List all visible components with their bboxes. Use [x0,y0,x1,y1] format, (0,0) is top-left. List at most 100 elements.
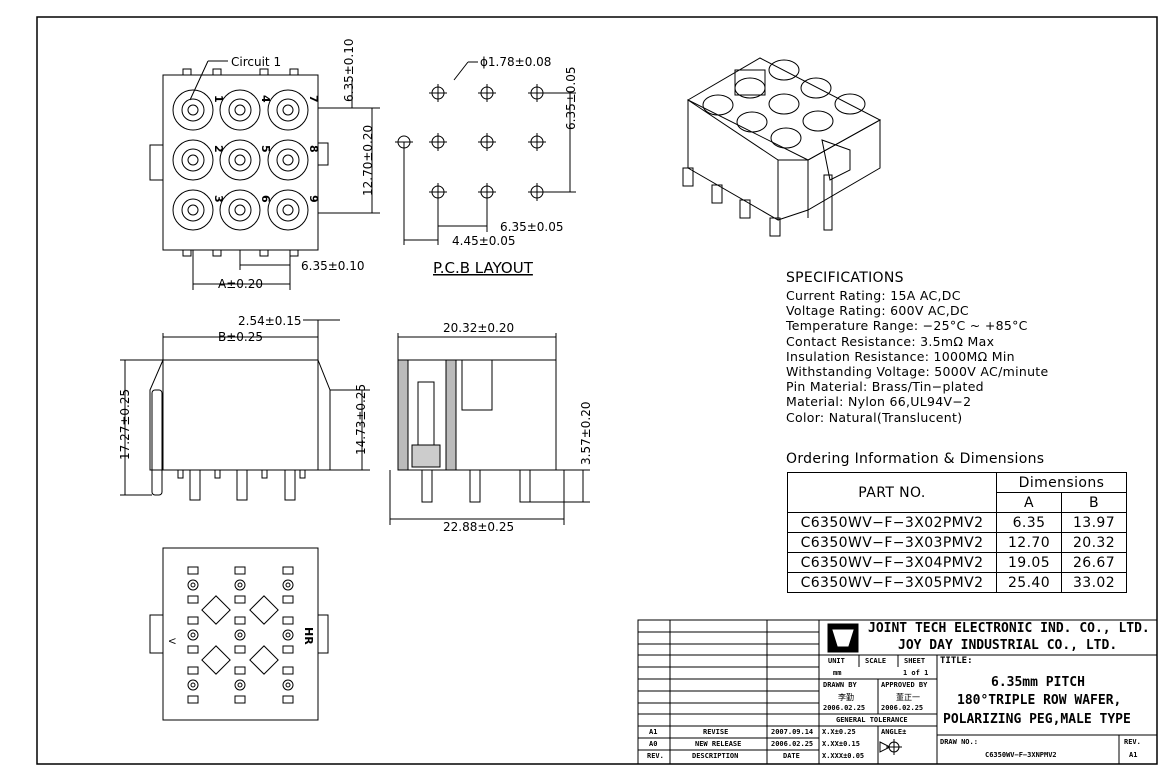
bottom-slot [187,666,199,675]
pin-contact [282,204,294,216]
pcb-layout [395,61,576,245]
dim-b: B±0.25 [218,330,263,344]
bottom-pin-center [237,682,243,688]
sheet-value: 1 of 1 [903,669,929,677]
ordering-heading: Ordering Information & Dimensions [786,451,1045,467]
bottom-mark-v: V [166,638,176,645]
iso-cavity [802,110,834,132]
pin-number: 8 [307,145,320,153]
scale-label: SCALE [865,657,887,665]
bottom-pin [282,679,294,691]
bottom-pin [282,579,294,591]
pin-contact [234,104,246,116]
bottom-standoff [249,645,279,675]
iso-cavity [736,111,768,133]
col-b: B [1061,492,1127,513]
tolerance-3: X.XXX±0.05 [822,752,865,760]
pin-contact [282,104,294,116]
part-no: C6350WV−F−3X04PMV2 [787,552,997,573]
bottom-slot [282,695,294,704]
bottom-pin [187,679,199,691]
bottom-pin [282,629,294,641]
bottom-slot [234,595,246,604]
description-header: DESCRIPTION [692,752,739,760]
bottom-slot [282,645,294,654]
cavity-inner [276,198,300,222]
bottom-pin [187,629,199,641]
pin-contact [187,104,199,116]
bottom-slot [282,616,294,625]
bottom-standoff [201,595,231,625]
title-line-1: 6.35mm PITCH [991,675,1085,690]
bottom-slot [234,695,246,704]
angle-label: ANGLE± [881,728,907,736]
company-name-2: JOY DAY INDUSTRIAL CO., LTD. [898,638,1118,653]
tolerance-2: X.XX±0.15 [822,740,860,748]
bottom-standoff [249,595,279,625]
dim-b-value: 26.67 [1061,552,1127,573]
revision-date: 2006.02.25 [771,740,814,748]
dim-pcb-horizontal: 6.35±0.05 [500,220,564,234]
bottom-slot [187,616,199,625]
cavity [172,89,214,131]
dim-a: A±0.20 [218,277,263,291]
iso-cavity [702,94,734,116]
col-part-no: PART NO. [787,472,997,513]
pin-number: 7 [307,95,320,103]
bottom-view [149,547,329,721]
cavity [219,189,261,231]
title-line-3: POLARIZING PEG,MALE TYPE [943,712,1131,727]
dim-front-top: 2.54±0.15 [238,314,302,328]
dim-hole-dia: ϕ1.78±0.08 [480,55,551,69]
rev-value: A1 [1129,751,1138,759]
spec-line: Temperature Range: −25°C ~ +85°C [786,318,1028,334]
date-header: DATE [783,752,800,760]
dim-b-value: 20.32 [1061,532,1127,553]
bottom-pin-center [237,632,243,638]
revision-date: 2007.09.14 [771,728,814,736]
ordering-table: PART NO. Dimensions A B C6350WV−F−3X02PM… [787,472,1127,593]
cavity-inner [228,198,252,222]
cavity-inner [181,198,205,222]
pin-number: 3 [212,195,225,203]
cavity-inner [276,148,300,172]
dim-side-pin: 3.57±0.20 [579,402,593,466]
sheet-border [36,16,1158,765]
cavity [172,139,214,181]
title-block-grid [637,619,1158,765]
iso-cavity [768,59,800,81]
spec-line: Color: Natural(Translucent) [786,409,963,425]
bottom-slot [234,666,246,675]
dim-center: 12.70±0.20 [361,125,375,196]
title-line-2: 180°TRIPLE ROW WAFER, [957,693,1122,708]
spec-line: Withstanding Voltage: 5000V AC/minute [786,364,1049,379]
dim-a-value: 19.05 [996,552,1062,573]
spec-line: Pin Material: Brass/Tin−plated [786,379,984,395]
approved-by-label: APPROVED BY [881,681,928,689]
cavity-inner [276,98,300,122]
iso-cavity [734,77,766,99]
pin-contact [282,154,294,166]
bottom-slot [187,695,199,704]
cavity-inner [181,148,205,172]
pin-number: 5 [259,145,272,153]
bottom-slot [282,595,294,604]
spec-line: Contact Resistance: 3.5mΩ Max [786,333,995,349]
spec-line: Voltage Rating: 600V AC,DC [786,303,969,319]
approved-by-name: 董正一 [896,693,920,702]
pin-number: 2 [212,145,225,153]
dim-pcb-offset: 4.45±0.05 [452,234,516,248]
revision-rev: A0 [649,740,658,748]
front-view [120,319,370,501]
pin-contact [187,204,199,216]
bottom-slot [187,645,199,654]
drawn-by-name: 李勤 [838,693,854,702]
bottom-pin [187,579,199,591]
bottom-pin-center [190,632,196,638]
tolerance-label: GENERAL TOLERANCE [836,716,908,724]
approved-by-date: 2006.02.25 [881,704,924,712]
spec-line: Insulation Resistance: 1000MΩ Min [786,348,1015,364]
